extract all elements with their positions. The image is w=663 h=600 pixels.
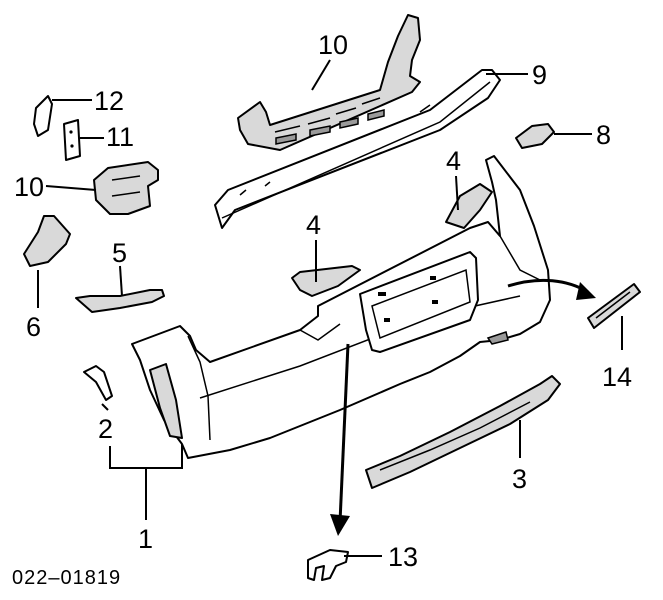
callout-6: 6 — [26, 312, 41, 342]
part-8-reinforcement-beam — [214, 69, 501, 229]
callout-8: 9 — [532, 60, 547, 90]
part-4-left-bracket — [291, 265, 361, 297]
part-2-clip — [83, 365, 113, 401]
callout-7: 8 — [596, 120, 611, 150]
callout-labels: 10 9 8 12 11 10 4 4 5 6 14 2 3 1 13 022–… — [12, 30, 632, 589]
part-5-side-support — [75, 289, 165, 313]
part-4-right-bracket — [445, 183, 493, 229]
callout-5: 5 — [112, 238, 127, 268]
callout-12: 12 — [94, 86, 124, 116]
diagram-code: 022–01819 — [12, 567, 121, 589]
callout-11: 11 — [106, 122, 134, 152]
part-9-absorber-bracket — [237, 14, 421, 151]
part-7-reflector — [515, 123, 555, 149]
direction-arrows — [330, 278, 596, 536]
part-3-lower-valance — [365, 375, 561, 489]
callout-3: 3 — [512, 464, 527, 494]
leader-lines — [37, 59, 623, 557]
callout-4-right: 4 — [446, 146, 461, 176]
callout-1: 1 — [138, 524, 153, 554]
part-13-clip — [307, 549, 349, 581]
part-10-side-bracket — [93, 161, 159, 215]
callout-10: 10 — [14, 172, 44, 202]
callout-2: 2 — [98, 414, 113, 444]
part-11-plate — [63, 119, 81, 161]
part-12-bracket — [33, 95, 53, 137]
bumper-cover — [131, 155, 551, 459]
callout-14: 14 — [602, 362, 632, 392]
callout-13: 13 — [388, 542, 418, 572]
callout-9: 10 — [318, 30, 348, 60]
part-14-license-lamp — [587, 283, 641, 329]
callout-4-left: 4 — [306, 210, 321, 240]
part-6-corner-bracket — [23, 215, 71, 267]
